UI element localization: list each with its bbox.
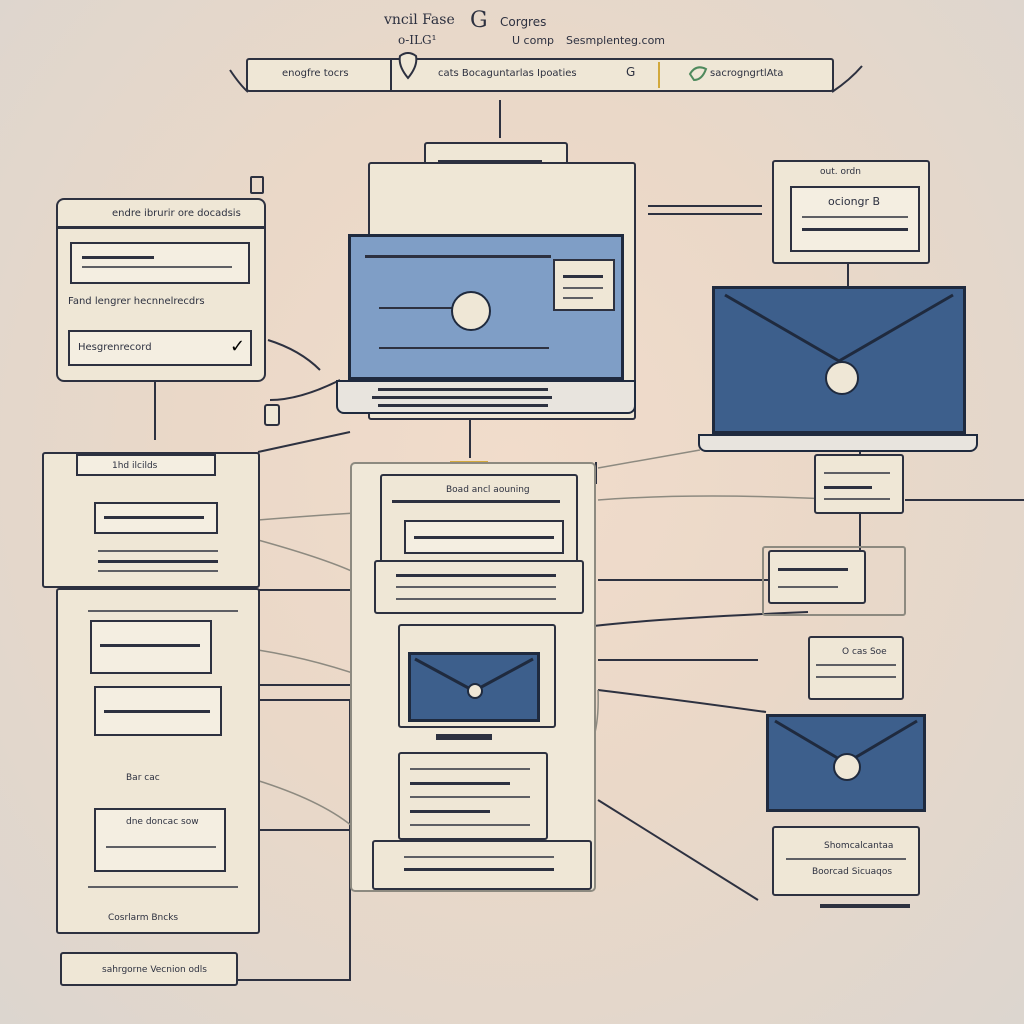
- laptop-base-right: [698, 434, 978, 452]
- arrow-icon: [250, 176, 264, 194]
- center-input[interactable]: [404, 520, 564, 554]
- left-panel-input[interactable]: [70, 242, 250, 284]
- left-stack-tag: 1hd ilcilds: [76, 454, 216, 476]
- pin-icon: [396, 52, 420, 84]
- left-stack-input-4[interactable]: dne doncac sow: [94, 808, 226, 872]
- left-panel: endre ibrurir ore docadsis Fand lengrer …: [56, 198, 266, 382]
- play-icon[interactable]: [451, 291, 491, 331]
- header-divider-accent: [658, 62, 660, 88]
- header-subtitle-left: o-ILG¹: [398, 33, 437, 47]
- right-top-small-label: out. ordn: [820, 167, 861, 177]
- right-mid-card-top: [814, 454, 904, 514]
- screen-right-bottom: [766, 714, 926, 812]
- play-icon-right[interactable]: [825, 361, 859, 395]
- left-stack-input-2[interactable]: [90, 620, 212, 674]
- left-panel-row-text: Fand lengrer hecnnelrecdrs: [68, 296, 205, 307]
- right-top-label: ociongr B: [828, 195, 881, 208]
- right-bottom-card: Shomcalcantaa Boorcad Sicuaqos: [772, 826, 920, 896]
- right-mid-label: O cas Soe: [842, 647, 887, 657]
- play-icon-center[interactable]: [467, 683, 483, 699]
- bottom-label: sahrgorne Vecnion odls: [102, 965, 207, 975]
- right-bottom-underline: [820, 904, 910, 908]
- right-top-card: out. ordn ociongr B: [772, 160, 930, 264]
- left-stack-form: Bar cac dne doncac sow Cosrlarm Bncks: [56, 588, 260, 934]
- check-icon: ✓: [230, 336, 246, 357]
- center-stack-card: Boad ancl aouning: [380, 474, 578, 564]
- center-footer-card: [372, 840, 592, 890]
- play-icon-small[interactable]: [833, 753, 861, 781]
- right-mid-card: [768, 550, 866, 604]
- left-stack-label-2: dne doncac sow: [126, 817, 199, 827]
- header-tab-2[interactable]: cats Bocaguntarlas Ipoaties: [438, 68, 577, 79]
- left-panel-field[interactable]: Hesgrenrecord ✓: [68, 330, 252, 366]
- center-screen: [408, 652, 540, 722]
- left-panel-title: endre ibrurir ore docadsis: [112, 208, 241, 219]
- header-title: vncil Fase: [384, 12, 455, 28]
- left-stack-tag-text: 1hd ilcilds: [112, 461, 158, 471]
- left-panel-field-text: Hesgrenrecord: [78, 342, 152, 353]
- envelope-flap: [724, 293, 954, 363]
- right-bottom-label-a: Shomcalcantaa: [824, 841, 894, 851]
- screen-inset-card: [553, 259, 615, 311]
- laptop-keyboard-center: [336, 380, 636, 414]
- center-screen-stand: [436, 734, 492, 740]
- right-top-input[interactable]: ociongr B: [790, 186, 920, 252]
- left-stack-card: 1hd ilcilds: [42, 452, 260, 588]
- center-list-card: [374, 560, 584, 614]
- right-bottom-label-b: Boorcad Sicuaqos: [812, 867, 893, 877]
- check-leaf-icon: [688, 66, 708, 86]
- left-stack-label-1: Bar cac: [126, 773, 160, 783]
- header-tab-1[interactable]: enogfre tocrs: [282, 68, 349, 79]
- header-glyph: G: [470, 8, 488, 33]
- right-mid-outline: [762, 546, 906, 616]
- laptop-screen-right: [712, 286, 966, 434]
- header-title-secondary: Corgres: [500, 15, 547, 29]
- header-tab-caret: G: [626, 65, 636, 79]
- header-subtitle-mid: U comp: [512, 34, 555, 47]
- header-tab-bar: [246, 58, 834, 92]
- header-subtitle-right: Sesmplenteg.com: [566, 34, 666, 47]
- right-mid-label-card: O cas Soe: [808, 636, 904, 700]
- bottom-label-card: sahrgorne Vecnion odls: [60, 952, 238, 986]
- left-stack-input-3[interactable]: [94, 686, 222, 736]
- laptop-screen-center: [348, 234, 624, 380]
- center-label: Boad ancl aouning: [446, 485, 530, 495]
- left-stack-footer: Cosrlarm Bncks: [108, 913, 179, 923]
- header-tab-3[interactable]: sacrogngrtlAta: [710, 68, 784, 79]
- left-stack-input-1[interactable]: [94, 502, 218, 534]
- small-plug-icon: [264, 404, 280, 426]
- center-detail-card: [398, 752, 548, 840]
- header-divider: [390, 58, 392, 92]
